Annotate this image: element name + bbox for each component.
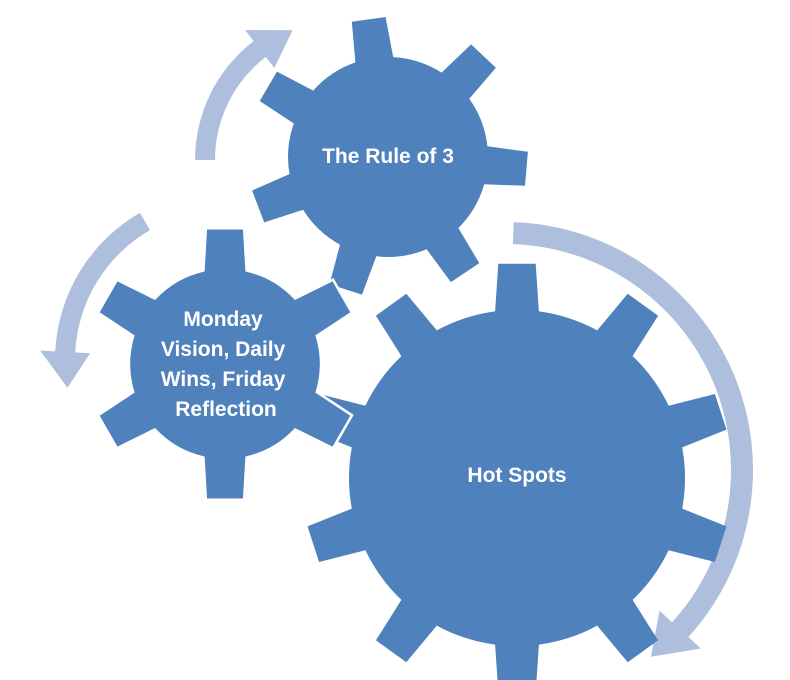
gear-hot-spots-shape bbox=[307, 263, 727, 680]
label-line: The Rule of 3 bbox=[322, 145, 454, 168]
gear-weekly-cycle-shape bbox=[96, 227, 354, 501]
label-line: Hot Spots bbox=[467, 464, 566, 487]
gear-hot-spots bbox=[307, 263, 727, 680]
cycle-arrow-right bbox=[512, 222, 753, 657]
gear-rule-of-3-label: The Rule of 3 bbox=[322, 145, 454, 168]
label-line: Vision, Daily bbox=[161, 338, 286, 361]
gear-rule-of-3-shape bbox=[252, 17, 528, 295]
gear-rule-of-3: The Rule of 3 bbox=[252, 17, 528, 295]
gear-hot-spots-label: Hot Spots bbox=[467, 464, 566, 487]
cycle-arrow-top bbox=[195, 29, 293, 161]
label-line: Monday bbox=[183, 308, 263, 331]
gear-weekly-cycle-label: Monday Vision, Daily Wins, Friday Reflec… bbox=[161, 308, 292, 421]
gear-weekly-cycle: Monday Vision, Daily Wins, Friday Reflec… bbox=[96, 227, 354, 501]
label-line: Wins, Friday bbox=[161, 368, 286, 391]
cycle-arrow-left bbox=[40, 212, 150, 388]
label-line: Reflection bbox=[175, 398, 277, 421]
